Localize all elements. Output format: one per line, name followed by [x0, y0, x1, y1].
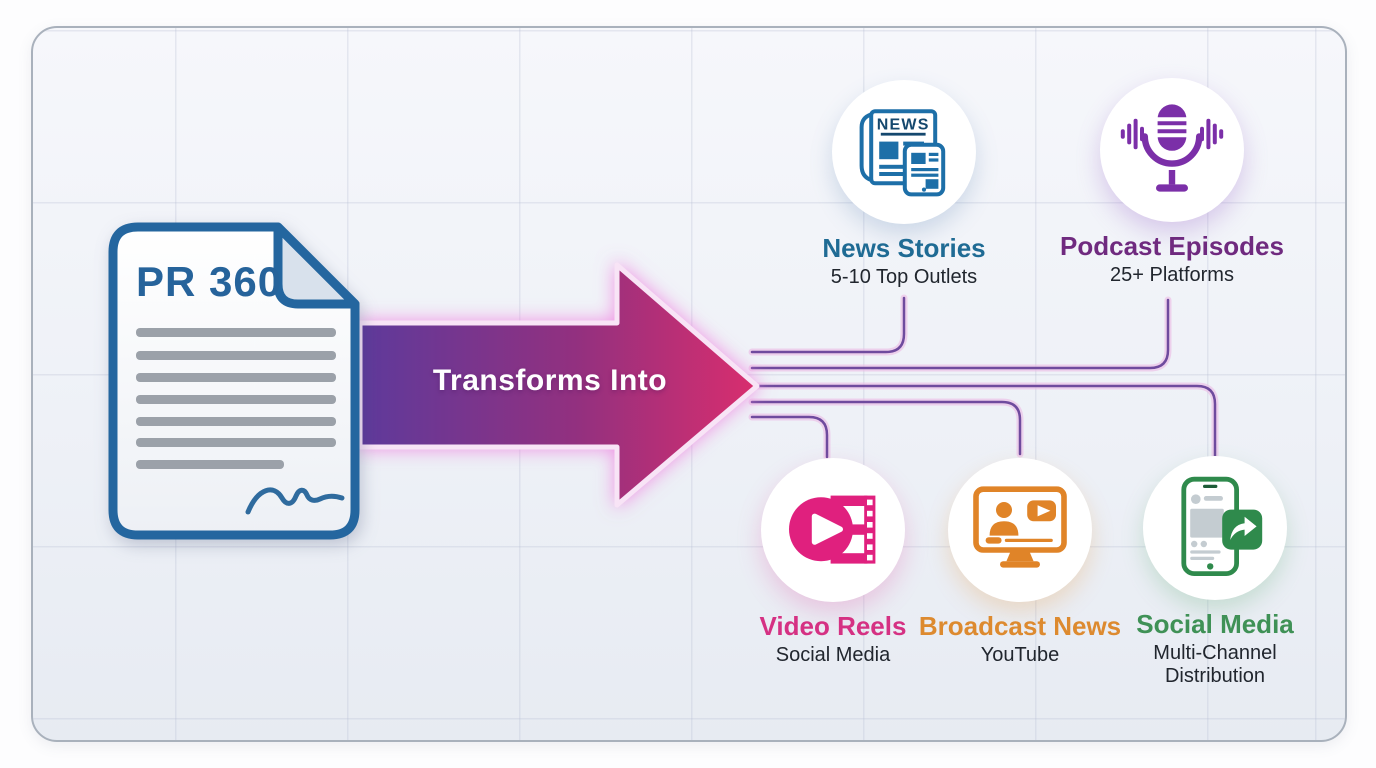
broadcast-monitor-icon: [973, 486, 1067, 568]
document-title: PR 360: [136, 258, 283, 305]
broadcast-news-label: Broadcast News: [918, 611, 1122, 641]
news-stories-sublabel: 5-10 Top Outlets: [830, 265, 978, 288]
social-media-label: Social Media: [1136, 609, 1294, 639]
news-circle: NEWS: [832, 80, 976, 224]
transform-arrow: [356, 253, 776, 521]
share-arrow-icon: [1230, 516, 1257, 540]
newspaper-icon: NEWS: [859, 109, 946, 197]
microphone-icon: [1120, 104, 1224, 192]
news-stories-label: News Stories: [822, 233, 986, 263]
folded-corner: [273, 222, 360, 309]
video-reels-sublabel: Social Media: [775, 643, 891, 666]
video-circle: [761, 458, 905, 602]
podcast-episodes-label: Podcast Episodes: [1060, 231, 1284, 261]
document-icon: [108, 222, 360, 540]
document-text-lines: [136, 328, 336, 469]
smartphone-share-icon: [1181, 476, 1263, 576]
output-node-video-reels: Video Reels Social Media: [711, 458, 955, 667]
video-reel-icon: [789, 495, 876, 564]
signature-icon: [245, 487, 345, 515]
pr-document: PR 360: [108, 222, 360, 540]
arrow-label: Transforms Into: [432, 364, 668, 397]
output-node-podcast-episodes: Podcast Episodes 25+ Platforms: [1050, 78, 1294, 287]
social-circle: [1143, 456, 1287, 600]
output-node-news-stories: NEWS: [782, 80, 1026, 289]
news-anchor-icon: [989, 502, 1019, 536]
news-masthead: NEWS: [877, 117, 930, 134]
output-node-social-media: Social Media Multi-Channel Distribution: [1093, 456, 1337, 688]
play-icon: [811, 513, 843, 545]
video-reels-label: Video Reels: [759, 611, 907, 641]
arrow-shape: [357, 262, 760, 508]
social-feed-content: [1190, 494, 1224, 560]
podcast-episodes-sublabel: 25+ Platforms: [1110, 263, 1234, 286]
broadcast-news-sublabel: YouTube: [980, 643, 1060, 666]
play-icon: [1037, 505, 1051, 517]
output-node-broadcast-news: Broadcast News YouTube: [898, 458, 1142, 667]
broadcast-circle: [948, 458, 1092, 602]
podcast-circle: [1100, 78, 1244, 222]
social-media-sublabel: Multi-Channel Distribution: [1153, 641, 1277, 687]
